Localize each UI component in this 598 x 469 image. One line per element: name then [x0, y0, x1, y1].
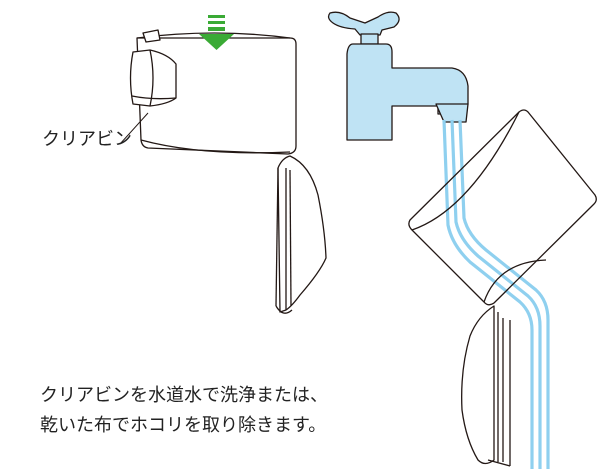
clear-bin-left — [129, 29, 297, 155]
faucet-icon — [327, 11, 469, 141]
vacuum-handle-left — [275, 155, 327, 314]
down-arrow-icon — [199, 15, 234, 50]
instruction-caption: クリアビンを水道水で洗浄または、 乾いた布でホコリを取り除きます。 — [40, 381, 328, 441]
clear-bin-label: クリアビン — [42, 129, 132, 150]
label-leader-line — [119, 112, 149, 145]
vacuum-handle-right — [461, 305, 511, 467]
water-stream-icon — [442, 119, 550, 469]
caption-line-2: 乾いた布でホコリを取り除きます。 — [40, 415, 327, 436]
caption-line-1: クリアビンを水道水で洗浄または、 — [40, 385, 328, 406]
clear-bin-right — [408, 109, 597, 306]
